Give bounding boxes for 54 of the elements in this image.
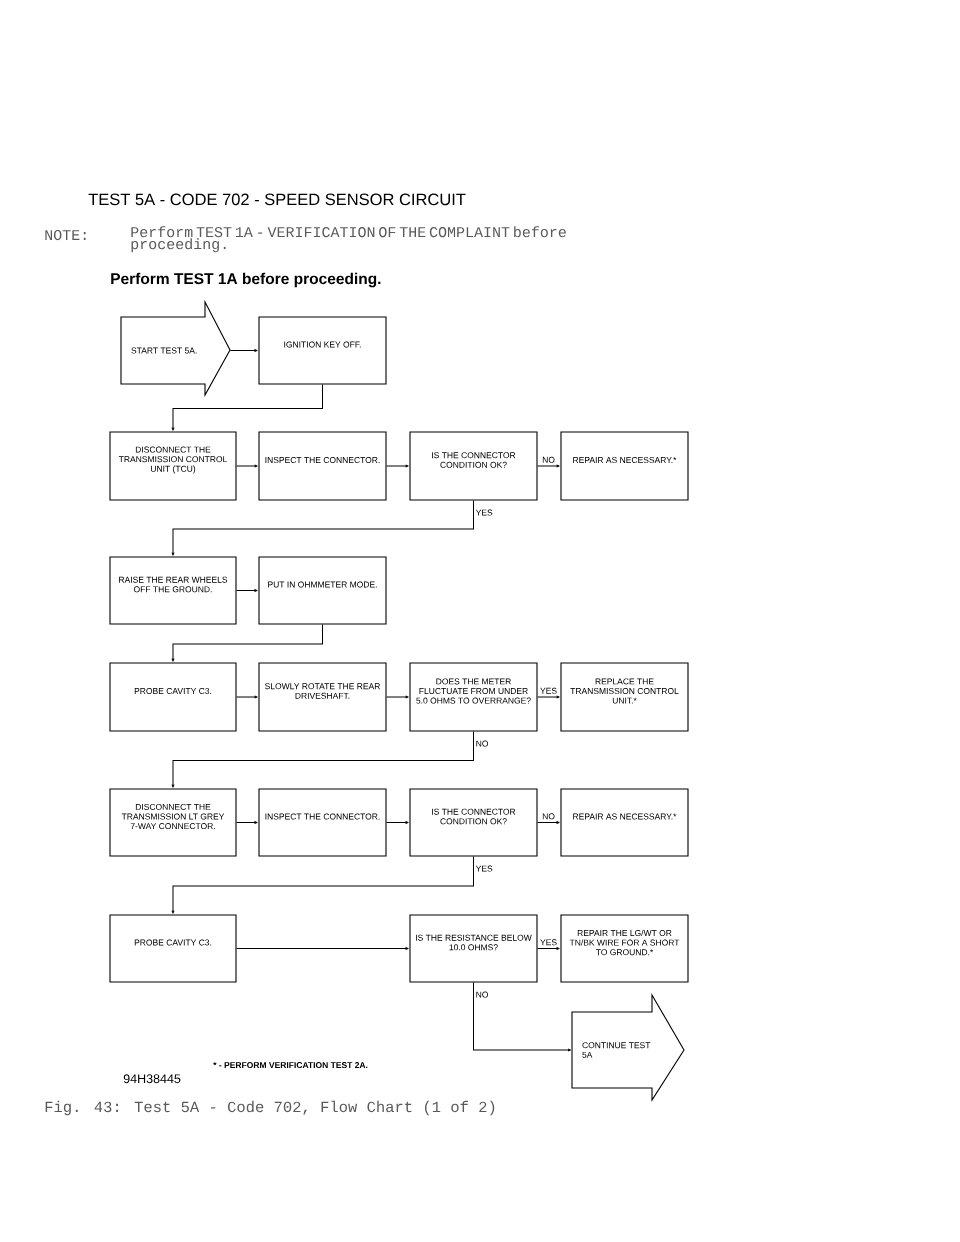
edge-label: YES bbox=[540, 939, 557, 946]
process-box: REPAIR THE LG/WT OR TN/BK WIRE FOR A SHORT TO GROUND.* bbox=[560, 914, 689, 983]
edge-label: YES bbox=[540, 687, 557, 694]
arrow bbox=[171, 624, 323, 662]
arrow bbox=[537, 947, 560, 950]
process-box: RAISE THE REAR WHEELS OFF THE GROUND. bbox=[109, 556, 237, 625]
process-box: IS THE CONNECTOR CONDITION OK? bbox=[409, 788, 538, 857]
process-box: IGNITION KEY OFF. bbox=[258, 316, 387, 385]
edge-label: YES bbox=[475, 509, 493, 516]
edge-label: NO bbox=[476, 991, 489, 998]
process-box: INSPECT THE CONNECTOR. bbox=[258, 788, 387, 857]
arrow bbox=[236, 464, 258, 468]
process-box: REPAIR AS NECESSARY.* bbox=[560, 431, 689, 501]
arrow bbox=[171, 731, 474, 788]
process-box: REPLACE THE TRANSMISSION CONTROL UNIT.* bbox=[560, 662, 689, 732]
arrow bbox=[537, 695, 560, 699]
arrow-shape-box: START TEST 5A. bbox=[120, 299, 231, 398]
process-box: DISCONNECT THE TRANSMISSION LT GREY 7-WAY CONNECTOR. bbox=[109, 788, 237, 857]
arrow bbox=[386, 464, 409, 468]
instruction-text: Perform TEST 1A before proceeding. bbox=[111, 272, 381, 288]
edge-label: NO bbox=[542, 456, 555, 463]
arrow bbox=[236, 695, 258, 699]
caption: Fig. 43: Test 5A - Code 702, Flow Chart (1 of 2) bbox=[45, 1100, 495, 1116]
note-text: Perform TEST 1A - VERIFICATION OF THE COMPLAINT before proceeding. bbox=[131, 226, 566, 253]
arrow-shape-box: CONTINUE TEST 5A bbox=[571, 992, 685, 1102]
arrow bbox=[236, 589, 258, 592]
process-box: INSPECT THE CONNECTOR. bbox=[258, 431, 387, 501]
process-box: DOES THE METER FLUCTUATE FROM UNDER 5.0 OHMS TO OVERRANGE? bbox=[409, 662, 538, 732]
process-box: IS THE RESISTANCE BELOW 10.0 OHMS? bbox=[409, 914, 538, 983]
process-box: IS THE CONNECTOR CONDITION OK? bbox=[409, 431, 538, 501]
title: TEST 5A - CODE 702 - SPEED SENSOR CIRCUIT bbox=[88, 193, 466, 206]
arrow bbox=[386, 821, 409, 824]
process-box: PROBE CAVITY C3. bbox=[109, 914, 237, 983]
process-box: SLOWLY ROTATE THE REAR DRIVESHAFT. bbox=[258, 662, 387, 732]
process-box: PUT IN OHMMETER MODE. bbox=[258, 556, 387, 625]
arrow bbox=[229, 349, 258, 352]
process-box: REPAIR AS NECESSARY.* bbox=[560, 788, 689, 857]
edge-label: NO bbox=[476, 740, 489, 747]
arrow bbox=[473, 982, 572, 1052]
process-box: DISCONNECT THE TRANSMISSION CONTROL UNIT (TCU) bbox=[109, 431, 237, 501]
figure-number: 94H38445 bbox=[123, 1074, 181, 1084]
footnote: * - PERFORM VERIFICATION TEST 2A. bbox=[213, 1062, 368, 1069]
process-box: PROBE CAVITY C3. bbox=[109, 662, 237, 732]
arrow bbox=[171, 384, 323, 431]
arrow bbox=[537, 464, 560, 468]
arrow bbox=[236, 947, 409, 950]
edge-label: NO bbox=[542, 813, 555, 820]
arrow bbox=[537, 821, 560, 824]
arrow bbox=[171, 856, 474, 914]
note-label: NOTE: bbox=[45, 229, 86, 241]
arrow bbox=[386, 695, 409, 699]
arrow bbox=[171, 500, 474, 556]
arrow bbox=[236, 821, 258, 824]
edge-label: YES bbox=[475, 865, 493, 872]
